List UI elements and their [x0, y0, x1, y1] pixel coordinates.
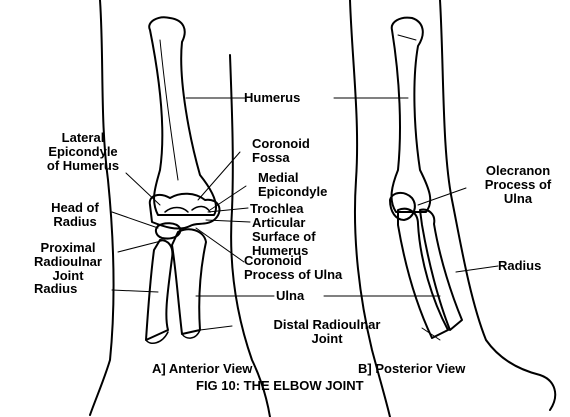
label-radius-left: Radius: [34, 282, 77, 296]
label-distal-radioulnar-joint: Distal Radioulnar Joint: [232, 318, 422, 346]
label-lateral-epicondyle: Lateral Epicondyle of Humerus: [34, 131, 132, 173]
humerus-anterior: [149, 17, 216, 215]
radius-posterior: [420, 210, 462, 330]
label-posterior-view: B] Posterior View: [358, 362, 465, 376]
label-radius-right: Radius: [498, 259, 541, 273]
label-coronoid-process: Coronoid Process of Ulna: [244, 254, 342, 282]
label-trochlea: Trochlea: [250, 202, 303, 216]
label-humerus: Humerus: [244, 91, 300, 105]
radius-anterior: [146, 240, 172, 340]
label-medial-epicondyle: Medial Epicondyle: [258, 171, 327, 199]
label-ulna: Ulna: [276, 289, 304, 303]
arm-outline-posterior-left: [350, 0, 390, 417]
figure-caption: FIG 10: THE ELBOW JOINT: [196, 379, 364, 393]
label-anterior-view: A] Anterior View: [152, 362, 252, 376]
humerus-posterior: [392, 18, 431, 212]
label-olecranon-process: Olecranon Process of Ulna: [466, 164, 570, 206]
label-coronoid-fossa: Coronoid Fossa: [252, 137, 310, 165]
ulna-anterior: [172, 229, 206, 334]
label-head-of-radius: Head of Radius: [30, 201, 120, 229]
label-proximal-radioulnar-joint: Proximal Radioulnar Joint: [14, 241, 122, 283]
label-articular-surface: Articular Surface of Humerus: [252, 216, 316, 258]
